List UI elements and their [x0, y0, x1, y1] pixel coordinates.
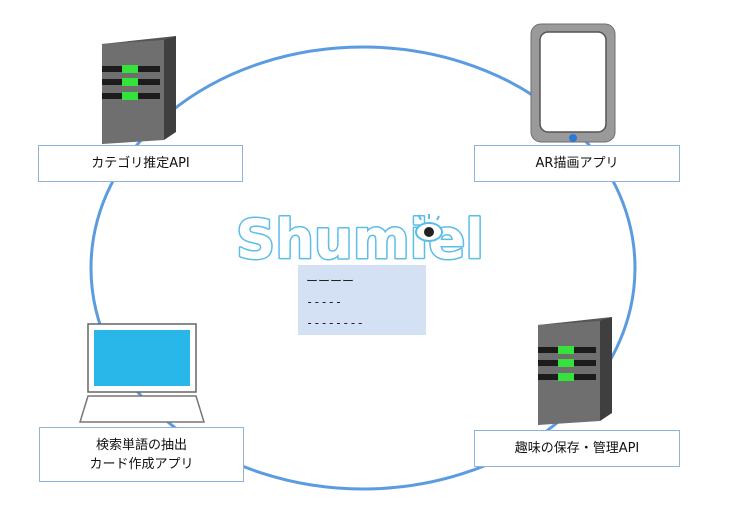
node-label-hobby-api: 趣味の保存・管理API — [474, 430, 680, 467]
node-label-text: 趣味の保存・管理API — [514, 441, 640, 456]
word-card: ーーーー ----- -------- — [298, 265, 426, 335]
server-icon — [102, 36, 176, 144]
eye-icon — [415, 214, 443, 242]
card-line: -------- — [306, 316, 364, 330]
node-label-ar-app: AR描画アプリ — [474, 145, 680, 182]
laptop-icon — [78, 323, 206, 423]
node-label-category-api: カテゴリ推定API — [38, 145, 243, 182]
node-label-text: カテゴリ推定API — [91, 156, 190, 171]
server-icon — [538, 317, 612, 425]
logo-text: Shumiel — [236, 208, 484, 271]
connection-ring — [89, 45, 637, 491]
node-label-search-app: 検索単語の抽出 カード作成アプリ — [39, 427, 244, 482]
smartphone-icon — [530, 23, 616, 143]
card-line: ーーーー — [306, 274, 355, 288]
node-label-text: AR描画アプリ — [535, 156, 619, 171]
card-line: ----- — [306, 295, 343, 309]
node-label-text: 検索単語の抽出 カード作成アプリ — [89, 437, 194, 472]
logo: Shumiel — [235, 207, 486, 273]
